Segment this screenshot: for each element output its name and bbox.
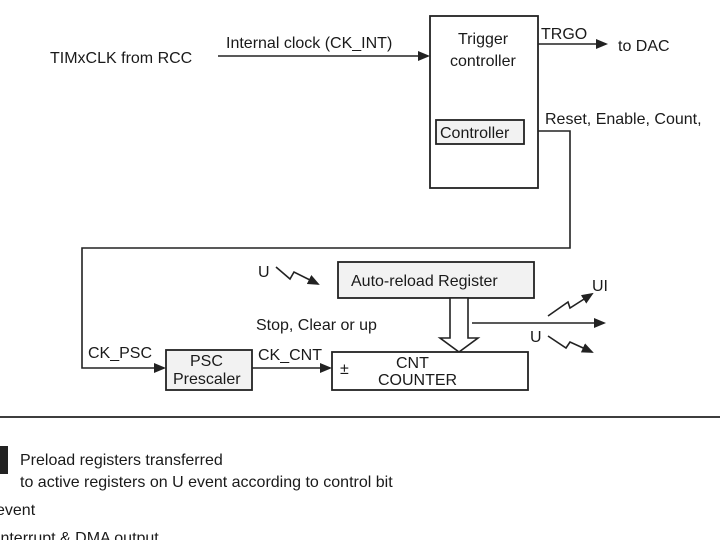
preload-legend-line2: to active registers on U event according… bbox=[20, 474, 393, 491]
reset-enable-label: Reset, Enable, Count, bbox=[545, 111, 702, 128]
prescaler-label: Prescaler bbox=[173, 371, 241, 388]
ck-psc-wire bbox=[81, 130, 571, 373]
psc-prescaler-box bbox=[165, 349, 253, 391]
auto-reload-label: Auto-reload Register bbox=[351, 273, 498, 290]
plus-minus-label: ± bbox=[340, 361, 349, 378]
trgo-label: TRGO bbox=[541, 26, 587, 43]
controller-box bbox=[435, 119, 525, 145]
counter-label: COUNTER bbox=[378, 372, 457, 389]
ui-output-arrow-icon bbox=[547, 292, 594, 317]
preload-legend-swatch bbox=[0, 446, 8, 474]
ck-psc-label: CK_PSC bbox=[88, 345, 152, 362]
controller-label: Controller bbox=[440, 125, 510, 142]
event-legend-label: event bbox=[0, 502, 36, 519]
trigger-controller-title: Trigger bbox=[458, 31, 509, 48]
ck-cnt-label: CK_CNT bbox=[258, 347, 322, 364]
trigger-controller-subtitle: controller bbox=[450, 53, 516, 70]
ui-label: UI bbox=[592, 278, 608, 295]
preload-legend-line1: Preload registers transferred bbox=[20, 452, 223, 469]
auto-reload-box bbox=[337, 261, 535, 299]
u-event-label: U bbox=[258, 264, 270, 281]
to-dac-label: to DAC bbox=[618, 38, 670, 55]
psc-label: PSC bbox=[190, 353, 223, 370]
cnt-counter-box bbox=[331, 351, 529, 391]
u-output-label: U bbox=[530, 329, 542, 346]
stop-clear-label: Stop, Clear or up bbox=[256, 317, 377, 334]
preload-transfer-arrow-icon bbox=[437, 297, 481, 353]
u-output-arrow-icon bbox=[547, 335, 594, 353]
cnt-label: CNT bbox=[396, 355, 429, 372]
timxclk-label: TIMxCLK from RCC bbox=[50, 50, 192, 67]
trigger-controller-box bbox=[429, 15, 539, 189]
ck-int-label: Internal clock (CK_INT) bbox=[226, 35, 392, 52]
interrupt-legend-label: Interrupt & DMA output bbox=[0, 530, 159, 540]
u-event-arrow-icon bbox=[275, 266, 320, 285]
